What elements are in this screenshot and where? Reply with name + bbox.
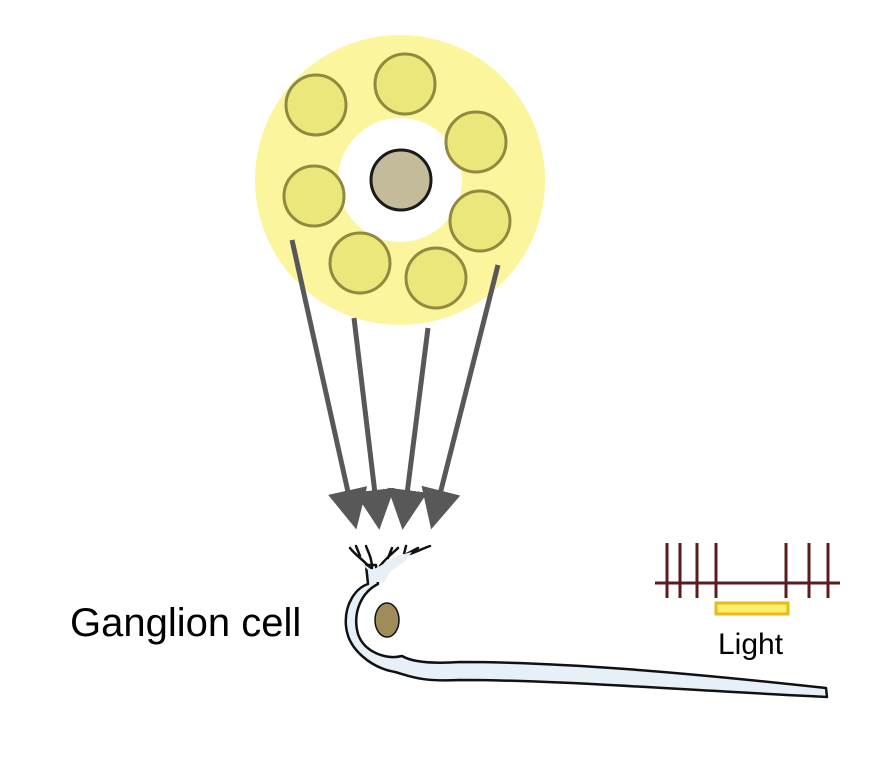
light-label: Light bbox=[718, 628, 784, 661]
surround-cell bbox=[448, 189, 512, 253]
nucleus bbox=[374, 602, 400, 638]
surround-cell bbox=[444, 110, 508, 174]
surround-cell bbox=[328, 231, 392, 295]
light-stimulus-bar bbox=[714, 601, 790, 616]
surround-cell bbox=[282, 164, 346, 228]
arrow bbox=[351, 317, 395, 530]
spike-train bbox=[655, 543, 840, 598]
dendrite-fill bbox=[358, 552, 412, 582]
arrow bbox=[421, 264, 501, 530]
arrow bbox=[289, 239, 368, 530]
converging-arrows bbox=[289, 239, 501, 530]
ganglion-cell bbox=[344, 544, 829, 699]
surround-cell bbox=[373, 52, 437, 116]
receptive-field bbox=[255, 35, 545, 325]
ganglion-cell-label: Ganglion cell bbox=[70, 601, 301, 645]
arrow bbox=[387, 327, 431, 530]
center-cell bbox=[369, 148, 433, 212]
surround-cell bbox=[284, 73, 348, 137]
ganglion-cell-body bbox=[344, 563, 829, 699]
surround-cell bbox=[404, 246, 468, 310]
